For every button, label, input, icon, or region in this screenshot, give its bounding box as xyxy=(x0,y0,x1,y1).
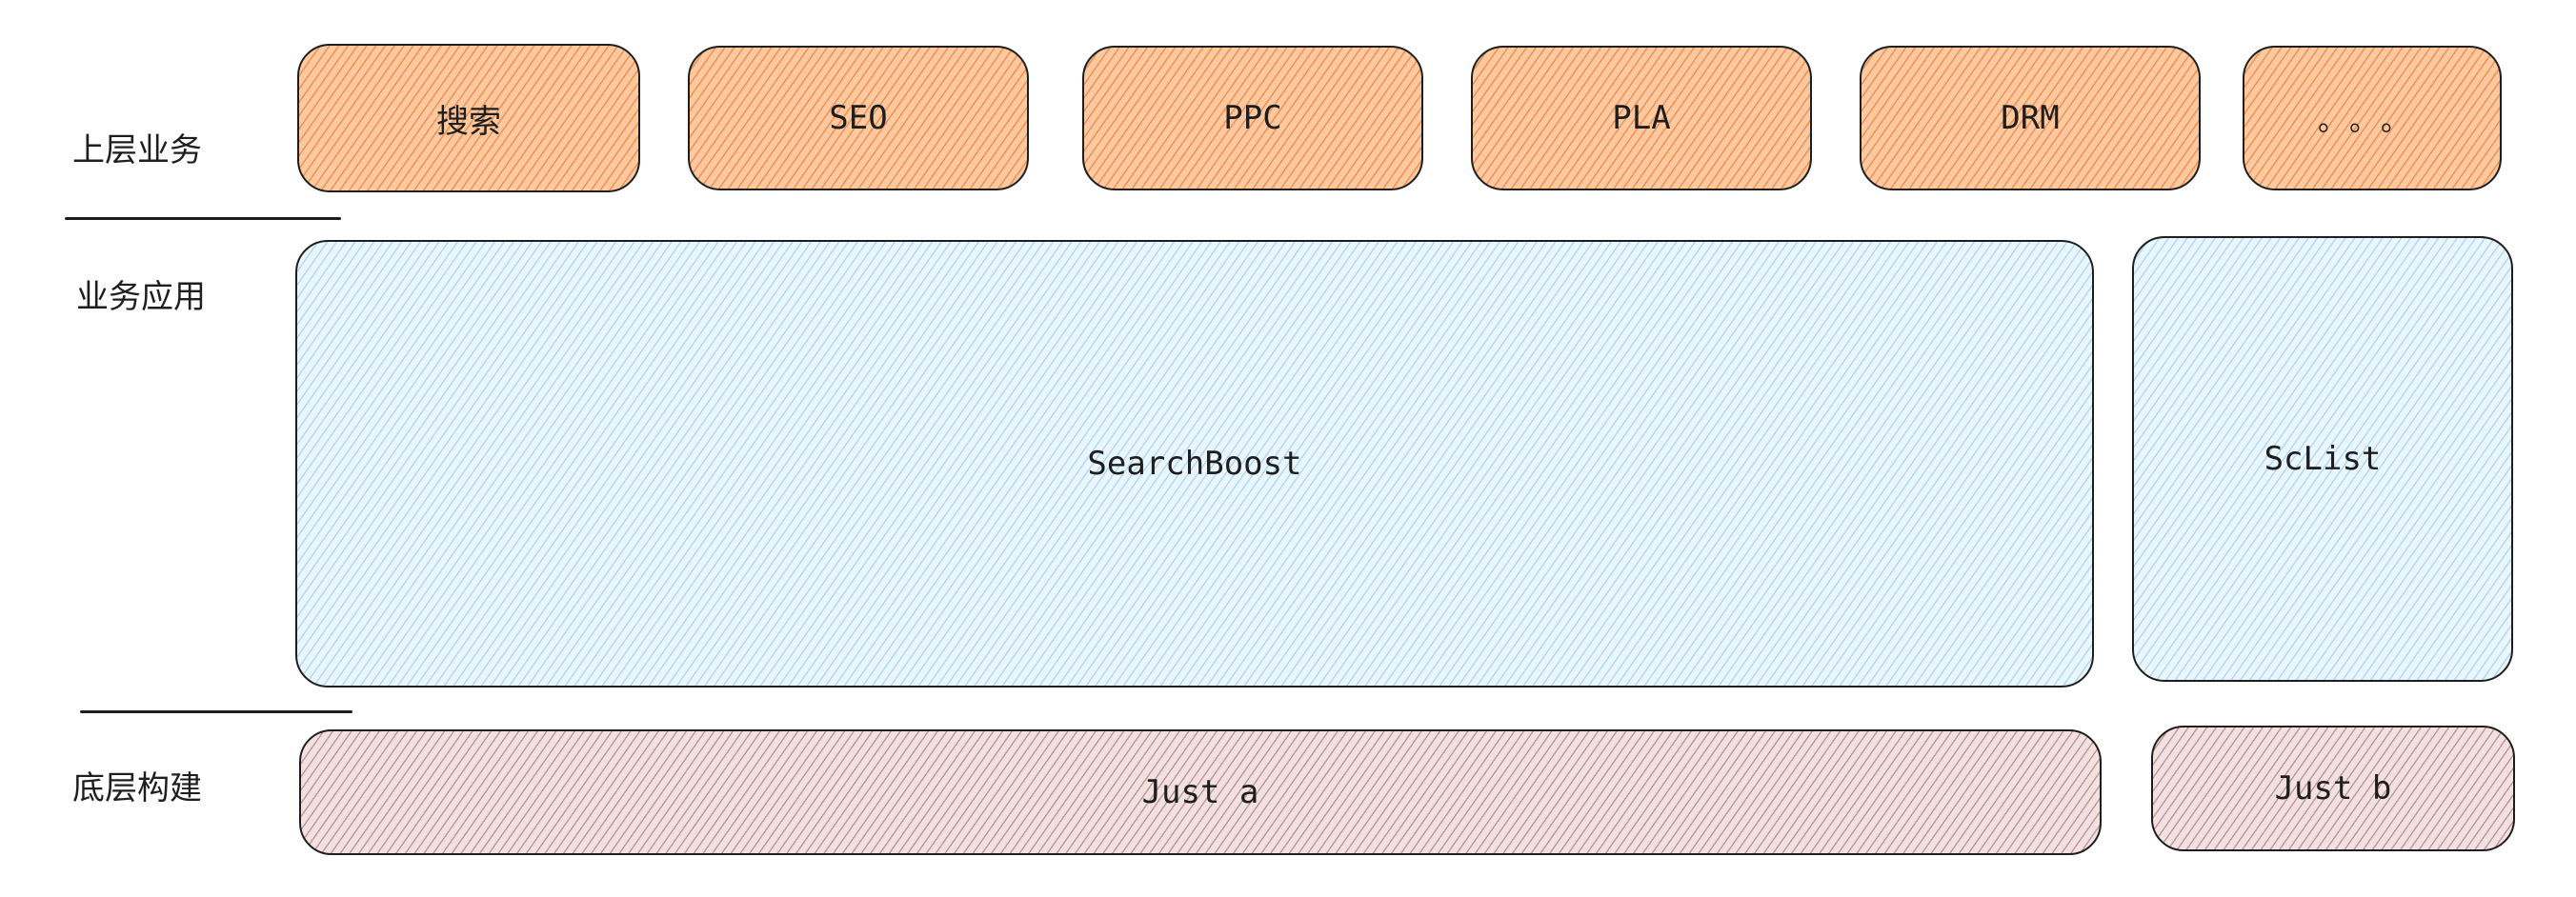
application-box-searchboost[interactable]: SearchBoost xyxy=(295,240,2094,688)
upper-box-label: 搜索 xyxy=(436,102,501,141)
layer-label-upper: 上层业务 xyxy=(72,131,202,169)
upper-box-label: DRM xyxy=(2001,99,2060,137)
layer-label-application: 业务应用 xyxy=(76,278,206,316)
upper-box-label: PLA xyxy=(1612,99,1671,137)
upper-box-label: PPC xyxy=(1223,99,1282,137)
base-box-just-b[interactable]: Just b xyxy=(2151,726,2515,851)
upper-box-ppc[interactable]: PPC xyxy=(1082,46,1423,190)
application-box-label: ScList xyxy=(2264,440,2382,478)
upper-box-label: SEO xyxy=(829,99,888,137)
divider-application-base xyxy=(80,710,352,713)
upper-box-label: 。。。 xyxy=(2318,105,2426,138)
application-box-sclist[interactable]: ScList xyxy=(2132,236,2513,682)
layer-label-base: 底层构建 xyxy=(72,769,202,807)
upper-box-more[interactable]: 。。。 xyxy=(2243,46,2502,190)
upper-box-drm[interactable]: DRM xyxy=(1860,46,2201,190)
upper-box-pla[interactable]: PLA xyxy=(1471,46,1812,190)
divider-upper-application xyxy=(65,217,341,220)
base-box-label: Just a xyxy=(1141,773,1259,811)
base-box-just-a[interactable]: Just a xyxy=(299,729,2102,855)
base-box-label: Just b xyxy=(2274,769,2392,807)
upper-box-seo[interactable]: SEO xyxy=(688,46,1029,190)
application-box-label: SearchBoost xyxy=(1087,445,1302,483)
upper-box-search[interactable]: 搜索 xyxy=(297,44,640,192)
